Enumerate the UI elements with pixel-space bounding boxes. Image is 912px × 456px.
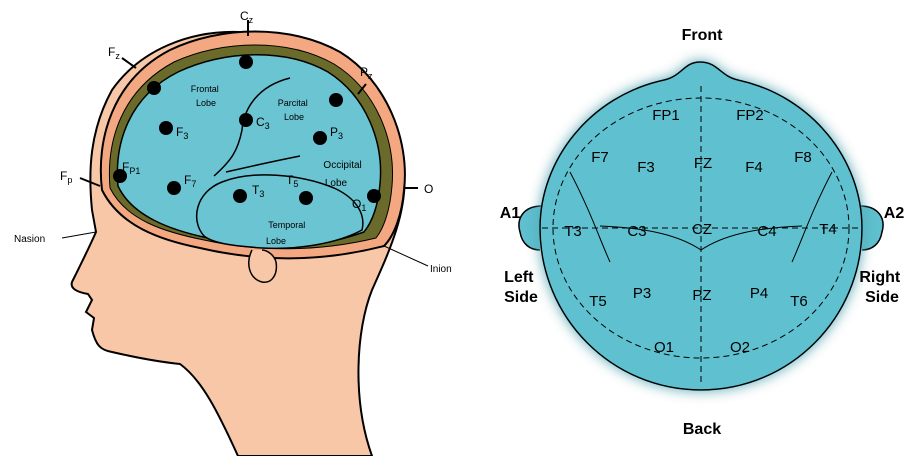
- electrode-dot-cz: [239, 55, 253, 69]
- electrode-cz: CZ: [692, 221, 712, 238]
- left-side-label: Left Side: [504, 269, 538, 306]
- ear-label-a2: A2: [884, 205, 905, 222]
- label-o: O: [424, 182, 433, 196]
- electrode-dot-o1: [367, 189, 381, 203]
- electrode-o2: O2: [730, 339, 750, 356]
- ear: [249, 250, 277, 282]
- electrode-dot-f7: [167, 181, 181, 195]
- electrode-p3: P3: [633, 285, 651, 302]
- label-cz: Cz: [240, 9, 254, 25]
- electrode-fp2: FP2: [736, 107, 764, 124]
- electrode-p4: P4: [750, 285, 768, 302]
- electrode-c4: C4: [757, 223, 776, 240]
- electrode-dot-t3: [233, 189, 247, 203]
- right-ear: [860, 206, 883, 250]
- orientation-back: Back: [683, 421, 721, 438]
- inion-pointer: [384, 246, 428, 266]
- electrode-t4: T4: [819, 221, 837, 238]
- left-ear: [519, 206, 542, 250]
- electrode-t3: T3: [564, 223, 582, 240]
- label-fp: Fp: [60, 169, 72, 185]
- electrode-t5: T5: [589, 293, 607, 310]
- electrode-dot-p-top: [329, 93, 343, 107]
- electrode-dot-p3: [313, 131, 327, 145]
- electrode-fp1: FP1: [652, 107, 680, 124]
- electrode-fz: FZ: [694, 155, 712, 172]
- electrode-f8: F8: [794, 149, 812, 166]
- landmark-inion: Inion: [430, 264, 452, 275]
- electrode-f7: F7: [591, 149, 609, 166]
- top-view: FP1 FP2 F7 F3 FZ F4 F8 T3 C3 CZ C4 T4 T5…: [500, 27, 905, 438]
- side-view: Cz Fz Pz Fp O F3 C3 P3 FP1 F7 T3 T5 O1 F…: [14, 9, 452, 456]
- electrode-dot-f3: [159, 121, 173, 135]
- electrode-o1: O1: [654, 339, 674, 356]
- electrode-pz: PZ: [692, 287, 711, 304]
- electrode-f4: F4: [745, 159, 763, 176]
- electrode-t6: T6: [790, 293, 808, 310]
- ear-label-a1: A1: [500, 205, 521, 222]
- label-fz: Fz: [108, 45, 120, 61]
- landmark-nasion: Nasion: [14, 234, 45, 245]
- nasion-pointer: [62, 232, 96, 238]
- orientation-front: Front: [682, 27, 724, 44]
- electrode-c3: C3: [627, 223, 646, 240]
- fz-marker: [122, 58, 136, 68]
- electrode-dot-t5: [299, 191, 313, 205]
- electrode-dot-f-top: [147, 81, 161, 95]
- label-pz: Pz: [360, 65, 373, 81]
- right-side-label: Right Side: [859, 269, 904, 306]
- electrode-dot-c3: [239, 113, 253, 127]
- electrode-f3: F3: [637, 159, 655, 176]
